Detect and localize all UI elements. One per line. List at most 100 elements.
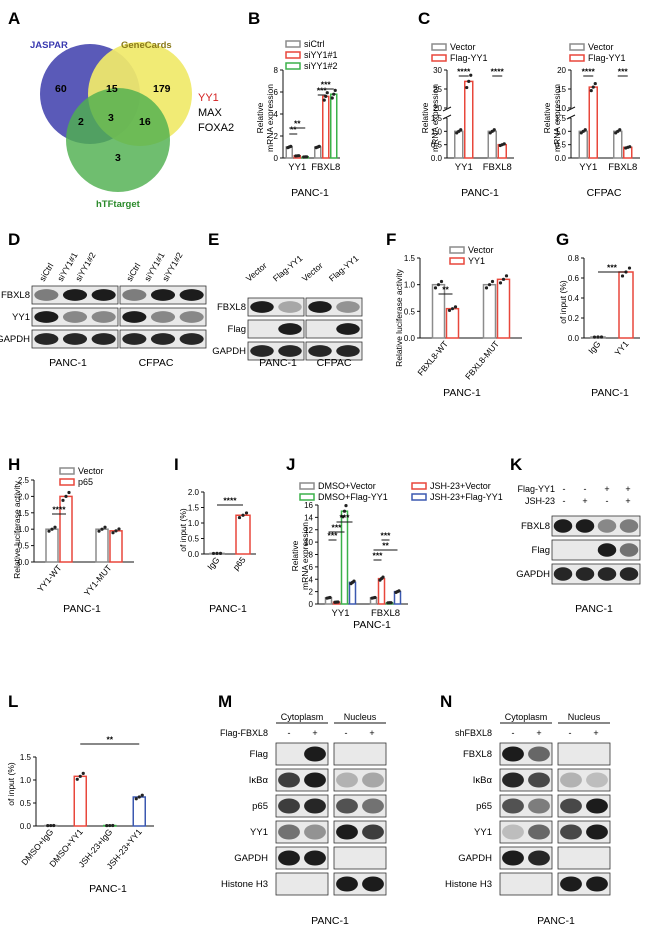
y-tick-label: 16 — [304, 501, 313, 510]
blot-band — [62, 333, 88, 345]
blot-band — [304, 798, 326, 814]
legend-label: JSH-23+Flag-YY1 — [430, 492, 503, 502]
legend-label: DMSO+Vector — [318, 481, 376, 491]
data-point — [450, 307, 455, 311]
caption-f: PANC-1 — [443, 387, 481, 399]
legend-label: Flag-YY1 — [450, 53, 488, 63]
blot-row-label: IκBα — [249, 775, 269, 786]
caption-n: PANC-1 — [537, 915, 575, 927]
blot-band — [560, 772, 582, 788]
venn-count-jaspar-htf: 2 — [78, 116, 84, 128]
x-tick-label: YY1 — [288, 162, 306, 173]
fraction-label: Cytoplasm — [281, 712, 324, 722]
blot-band — [278, 798, 300, 814]
y-tick-label: 1.5 — [555, 114, 567, 123]
x-tick-label: IgG — [205, 555, 221, 572]
panel-l: L of input (%) 0.00.51.01.5DMSO+IgGDMSO+… — [6, 692, 154, 895]
ylabel-i: of input (%) — [178, 508, 188, 552]
y-tick-label: 0.0 — [568, 334, 580, 343]
y-tick-label: 1.0 — [555, 127, 567, 136]
blot-strip — [333, 768, 387, 792]
y-tick-label: 1.0 — [404, 281, 416, 290]
legend-label: Vector — [450, 42, 476, 52]
blot-band — [502, 850, 524, 866]
axis-break-mark — [566, 106, 576, 112]
data-point — [490, 279, 495, 284]
blot-band — [528, 824, 550, 840]
y-tick-label: 2.0 — [188, 488, 200, 497]
blot-band — [336, 301, 360, 313]
blot-row-label: YY1 — [250, 827, 268, 838]
panel-letter-j: J — [286, 455, 295, 474]
x-tick-label: IgG — [586, 339, 602, 356]
venn-label-htftarget: hTFtarget — [96, 199, 141, 210]
significance-label: *** — [328, 531, 339, 541]
y-tick-label: 1.5 — [18, 509, 30, 518]
caption-k: PANC-1 — [575, 603, 613, 615]
blot-band — [528, 798, 550, 814]
blot-row-label: IκBα — [473, 775, 493, 786]
blot-band — [150, 311, 176, 323]
data-point — [436, 283, 441, 287]
legend-label: Vector — [78, 466, 104, 476]
data-point — [50, 527, 54, 531]
bar — [454, 130, 464, 159]
significance-label: ** — [442, 285, 449, 295]
data-point — [592, 335, 597, 339]
blot-band — [586, 876, 608, 892]
blot-band — [304, 772, 326, 788]
x-tick-label: YY1-MUT — [82, 563, 114, 598]
data-point — [105, 823, 109, 828]
blot-band — [586, 798, 608, 814]
y-tick-label: 6 — [274, 88, 279, 97]
panel-letter-k: K — [510, 455, 523, 474]
x-tick-label: p65 — [231, 555, 248, 573]
data-point — [373, 595, 377, 600]
blot-band — [336, 772, 358, 788]
y-tick-label: 0.5 — [555, 141, 567, 150]
panel-j: J RelativemRNA expression 0246810121416Y… — [286, 455, 503, 631]
ylabel-c1-line2: mRNA expression — [430, 84, 440, 152]
legend-swatch — [285, 51, 301, 59]
blot-band — [304, 824, 326, 840]
panel-c: C RelativemRNA expression RelativemRNA e… — [418, 9, 640, 199]
significance-label: ** — [382, 541, 389, 551]
venn-count-jaspar-genecards: 15 — [106, 83, 118, 95]
ylabel-c1-line1: Relative — [420, 102, 430, 133]
treatment-sign: + — [604, 484, 609, 494]
data-point — [324, 94, 328, 98]
bar — [377, 577, 386, 605]
data-point — [67, 490, 71, 495]
panel-letter-n: N — [440, 692, 452, 711]
y-tick-label: 25 — [433, 85, 442, 94]
caption-i: PANC-1 — [209, 603, 247, 615]
significance-label: *** — [618, 67, 629, 77]
significance-label: ** — [294, 119, 301, 129]
bar — [45, 528, 59, 563]
bar — [109, 530, 123, 563]
blot-row-label: YY1 — [474, 827, 492, 838]
legend-label: p65 — [78, 477, 93, 487]
y-tick-label: 2.0 — [18, 492, 30, 501]
y-tick-label: 8 — [309, 551, 314, 560]
caption-j: PANC-1 — [353, 619, 391, 631]
x-tick-label: YY1-WT — [35, 563, 63, 594]
blot-band — [62, 289, 88, 301]
data-point — [215, 551, 219, 555]
lane-label: Flag-YY1 — [327, 253, 361, 284]
legend-swatch — [569, 54, 585, 62]
blot-band — [62, 311, 88, 323]
blot-strip — [499, 872, 553, 896]
x-tick-label: YY1 — [455, 162, 473, 173]
bar — [73, 775, 87, 827]
treatment-sign: + — [625, 496, 630, 506]
y-tick-label: 0.6 — [568, 274, 580, 283]
